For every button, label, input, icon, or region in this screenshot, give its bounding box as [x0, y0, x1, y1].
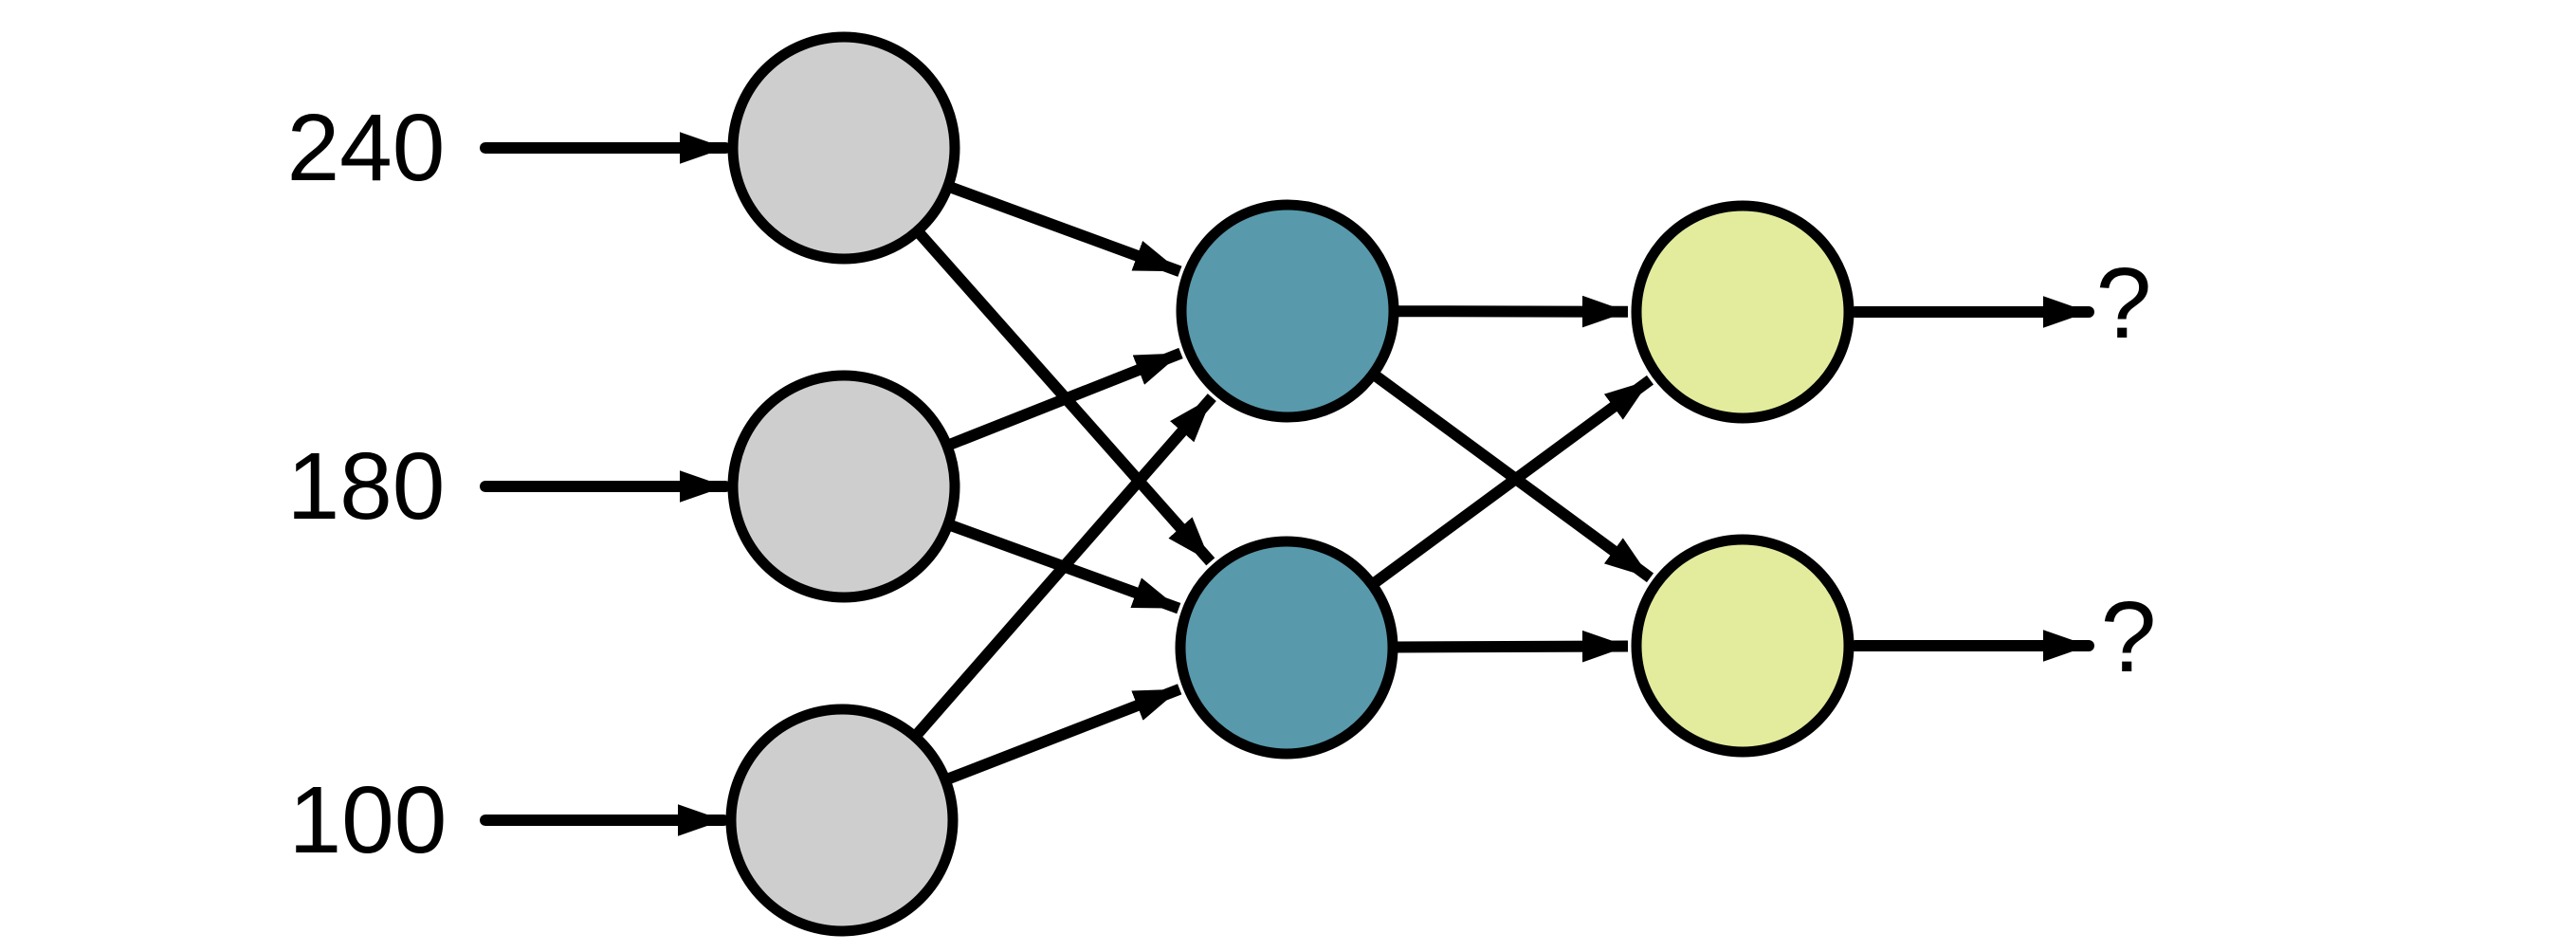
labels-layer: 240 180 100?? [287, 95, 2157, 873]
input-node-circle-input-2 [727, 370, 960, 603]
edge-input-3-to-hidden-1 [911, 394, 1216, 740]
output-unknown-label-2: ? [2101, 581, 2157, 693]
edge-hidden-2-to-output-1 [1370, 375, 1654, 589]
input-value-label-1: 240 [287, 95, 446, 201]
edge-input-1-to-hidden-1 [947, 181, 1182, 277]
output-unknown-label-1: ? [2096, 247, 2152, 359]
hidden-node-circle-hidden-2 [1175, 536, 1398, 760]
edge-hidden-1-to-output-1 [1395, 295, 1629, 328]
input-value-label-3: 100 [289, 767, 448, 873]
nodes-layer [725, 31, 1854, 937]
edge-input-2-to-hidden-1 [946, 347, 1183, 450]
edges-layer [911, 181, 1654, 785]
input-value-label-2: 180 [287, 433, 446, 540]
output-node-circle-output-2 [1631, 534, 1854, 758]
input-node-circle-input-1 [727, 31, 960, 265]
output-node-circle-output-1 [1631, 200, 1854, 424]
edge-input-3-to-hidden-2 [944, 684, 1182, 785]
io-arrows-layer [480, 132, 2094, 836]
edge-hidden-2-to-output-2 [1394, 630, 1629, 663]
input-node-circle-input-3 [725, 704, 959, 937]
hidden-node-circle-hidden-1 [1176, 199, 1399, 423]
